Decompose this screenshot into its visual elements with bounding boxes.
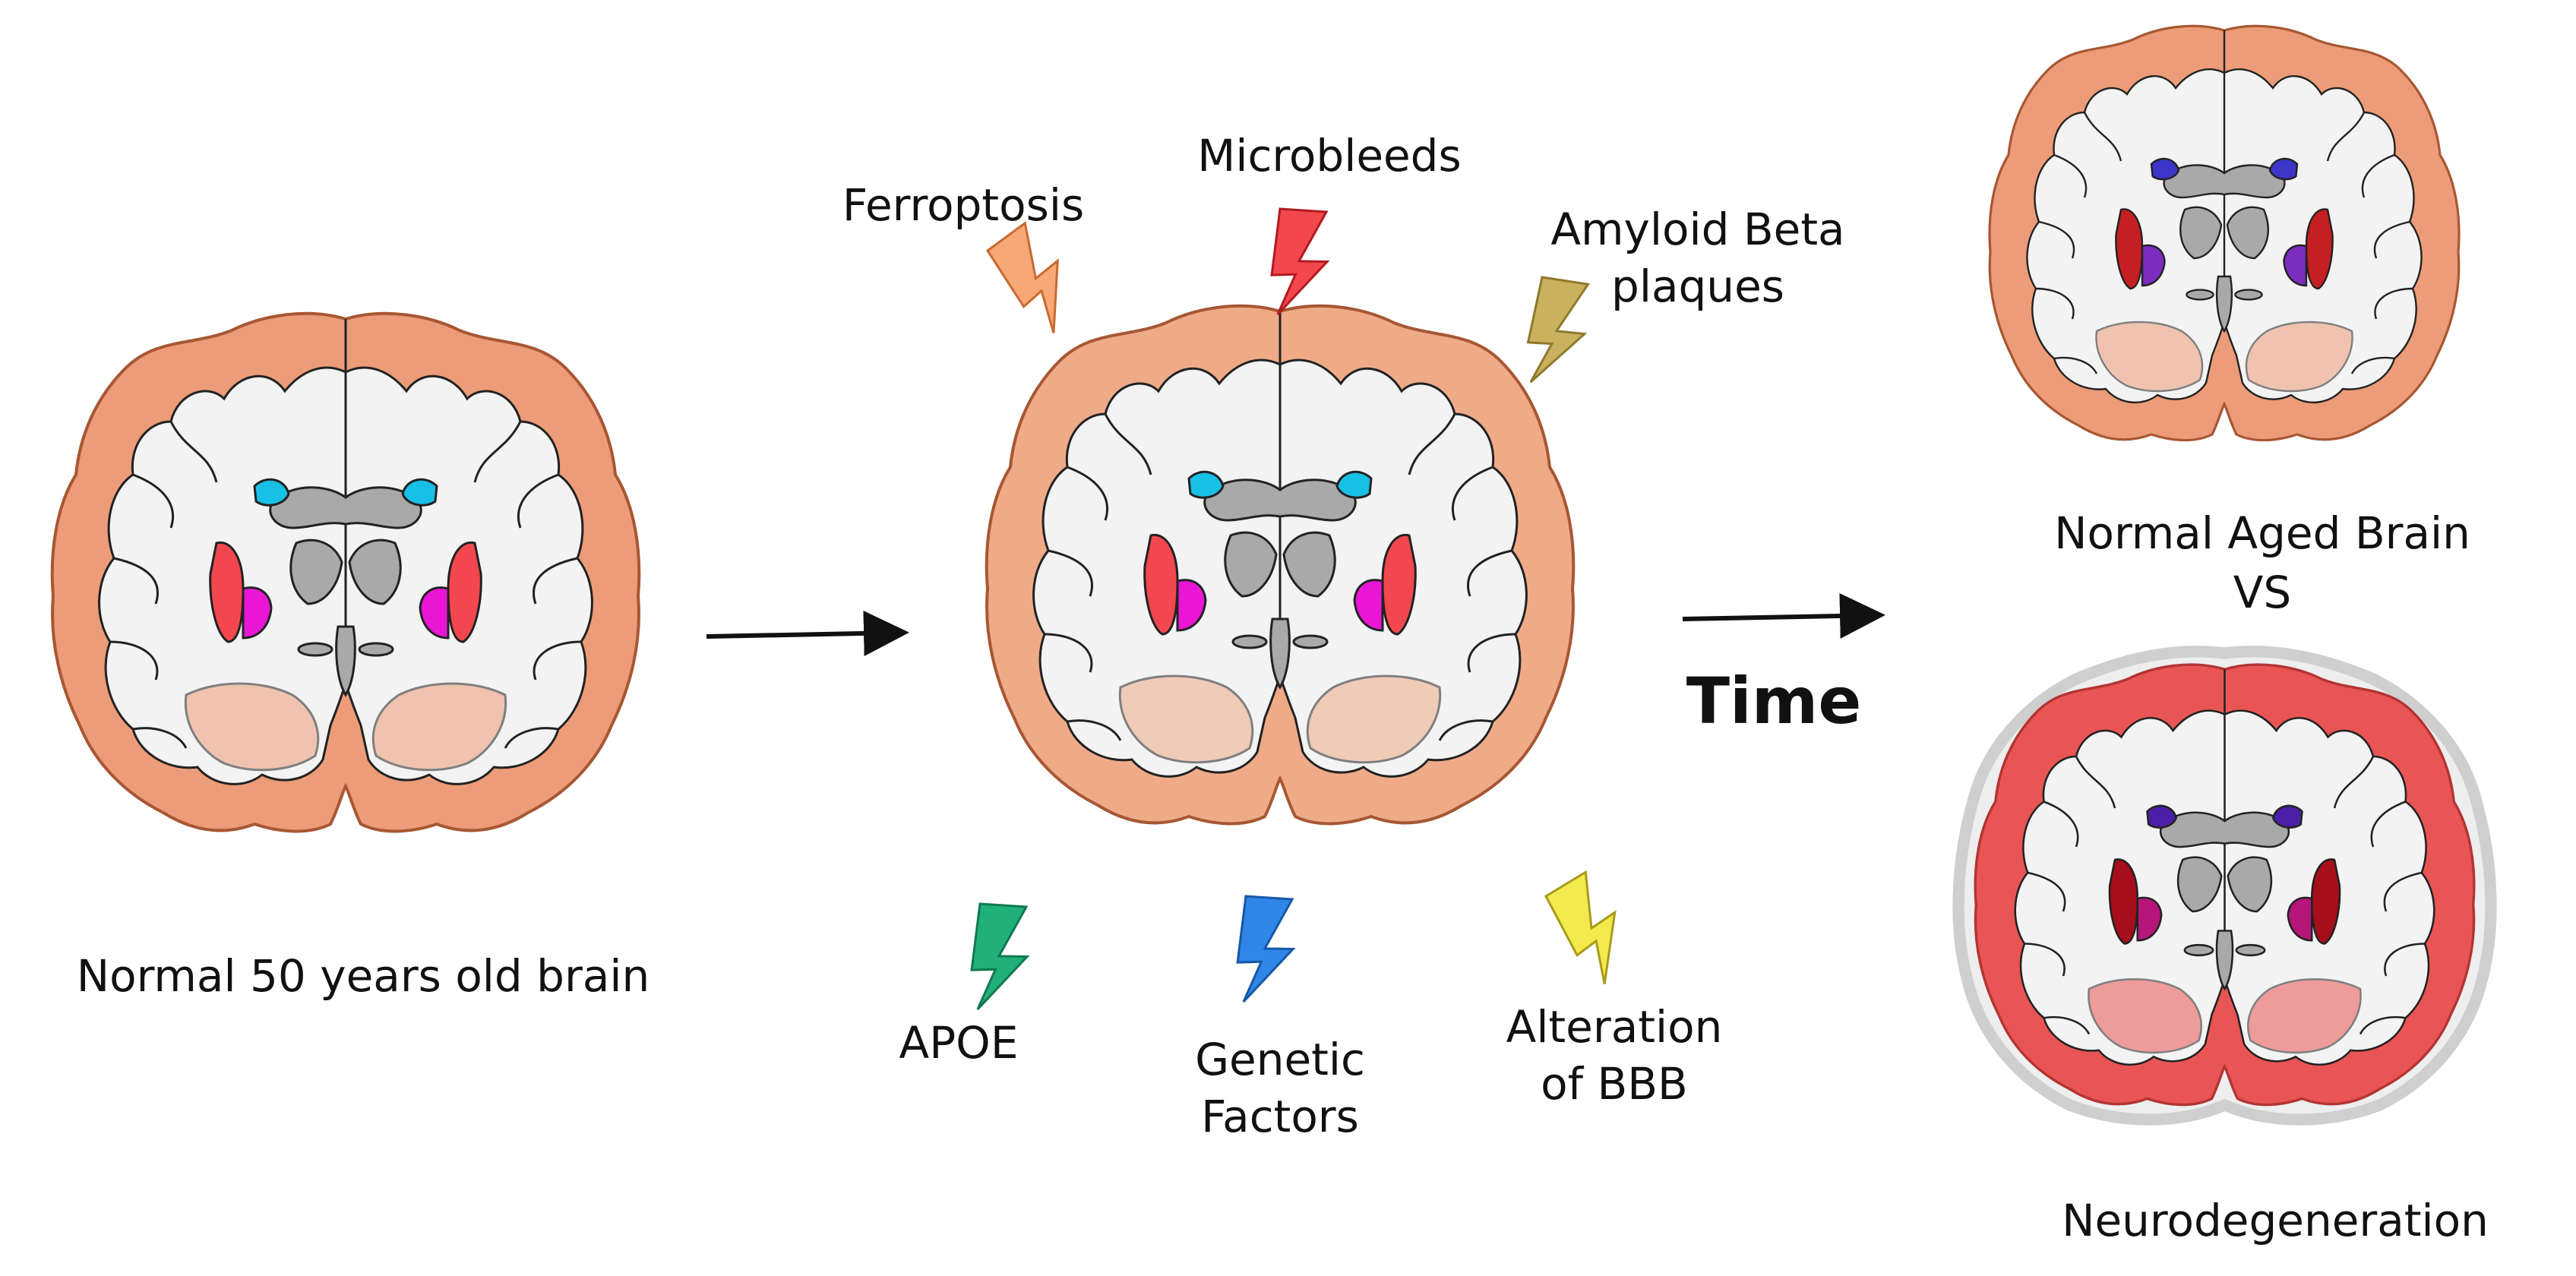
amyloid-bolt-icon — [1506, 267, 1602, 396]
genetic-bolt-icon — [1218, 886, 1307, 1012]
normal-50-brain-illustration — [51, 312, 640, 832]
bbb-label-line1: Alteration — [1506, 1001, 1723, 1053]
amyloid-label-line2: plaques — [1611, 261, 1784, 312]
normal-aged-label: Normal Aged Brain — [2054, 507, 2470, 559]
arrow-to-affected — [706, 610, 909, 656]
vs-label: VS — [2233, 567, 2292, 618]
amyloid-label-line1: Amyloid Beta — [1550, 204, 1844, 255]
apoe-bolt-icon — [952, 893, 1041, 1020]
microbleeds-label: Microbleeds — [1197, 130, 1461, 182]
genetic-label-line1: Genetic — [1195, 1034, 1365, 1085]
ferroptosis-label: Ferroptosis — [842, 179, 1084, 231]
affected-brain-illustration — [985, 305, 1575, 825]
time-label: Time — [1686, 664, 1862, 738]
normal-50-label: Normal 50 years old brain — [77, 950, 650, 1002]
normal-aged-brain-illustration — [1988, 25, 2461, 441]
neurodegeneration-label: Neurodegeneration — [2062, 1195, 2489, 1246]
arrow-time — [1682, 592, 1885, 639]
apoe-label: APOE — [899, 1017, 1019, 1069]
bbb-label-line2: of BBB — [1541, 1058, 1688, 1110]
genetic-label-line2: Factors — [1201, 1091, 1359, 1142]
ferroptosis-bolt-icon — [982, 216, 1086, 345]
bbb-bolt-icon — [1541, 866, 1638, 994]
neurodegeneration-brain-illustration — [1952, 646, 2497, 1126]
